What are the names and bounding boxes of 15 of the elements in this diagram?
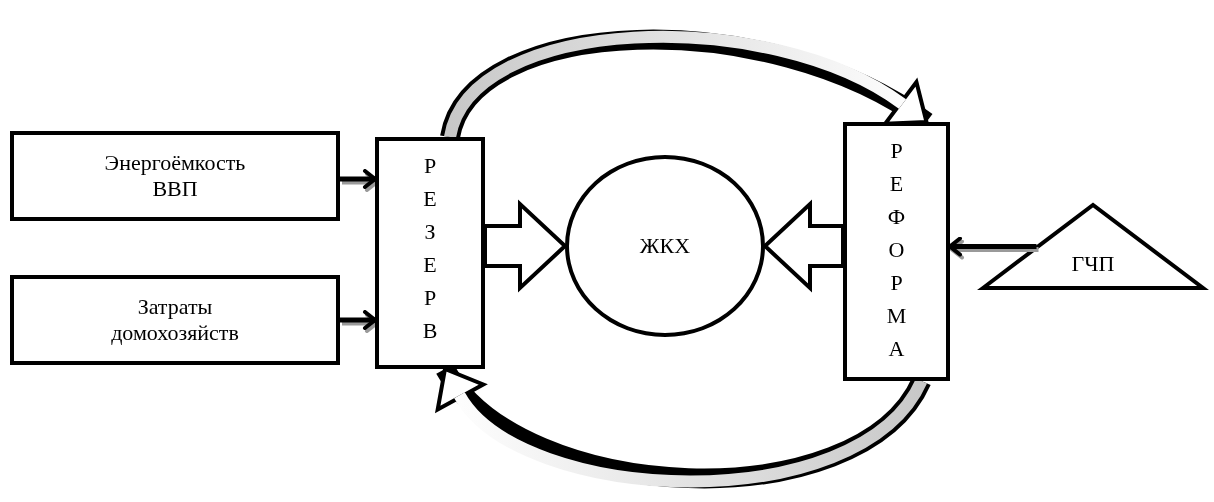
block-arrow: [483, 199, 568, 293]
arrow: [340, 169, 377, 189]
node-label: Энергоёмкость ВВП: [103, 149, 247, 203]
process-box: [10, 131, 340, 221]
triangle-node: [980, 202, 1206, 291]
node-label: ГЧП: [1071, 250, 1115, 277]
vertical-label-box: [375, 137, 485, 369]
block-arrow: [762, 199, 845, 293]
node-label: ЖКХ: [639, 232, 691, 260]
arrow: [340, 310, 377, 330]
vertical-label: РЕФОРМА: [885, 137, 908, 363]
vertical-label: РЕЗЕРВ: [421, 152, 439, 345]
process-box: [10, 275, 340, 365]
vertical-label-box: [843, 122, 950, 381]
node-label: Затраты домохозяйств: [110, 293, 240, 347]
